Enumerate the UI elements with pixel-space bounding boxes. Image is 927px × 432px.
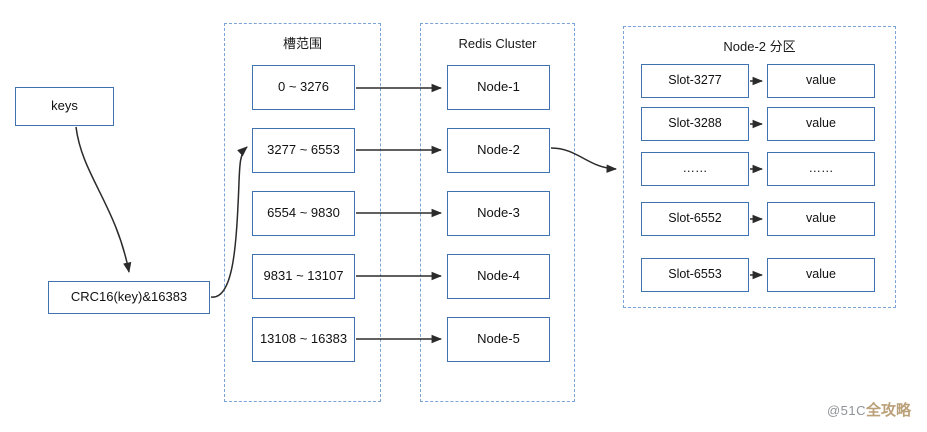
partition-value-label: …… [808, 161, 834, 176]
partition-slot-box-5: Slot-6553 [641, 258, 749, 292]
partition-value-label: value [806, 267, 836, 282]
partition-value-label: value [806, 73, 836, 88]
partition-slot-box-1: Slot-3277 [641, 64, 749, 98]
keys-label: keys [51, 98, 78, 114]
arrow-keys-to-hash [75, 126, 132, 274]
slot-range-label: 0 ~ 3276 [278, 79, 329, 95]
redis-cluster-group-title: Redis Cluster [458, 36, 537, 51]
cluster-node-label: Node-2 [477, 142, 520, 158]
partition-value-box-2: value [767, 107, 875, 141]
partition-value-box-5: value [767, 258, 875, 292]
cluster-node-label: Node-3 [477, 205, 520, 221]
cluster-node-label: Node-1 [477, 79, 520, 95]
slot-range-group-title: 槽范围 [282, 36, 322, 51]
hash-function-box: CRC16(key)&16383 [48, 281, 210, 314]
cluster-node-box-1: Node-1 [447, 65, 550, 110]
partition-slot-label: Slot-6553 [668, 267, 722, 282]
partition-slot-label: Slot-6552 [668, 211, 722, 226]
slot-range-box-2: 3277 ~ 6553 [252, 128, 355, 173]
cluster-node-box-4: Node-4 [447, 254, 550, 299]
cluster-node-label: Node-4 [477, 268, 520, 284]
slot-range-label: 9831 ~ 13107 [263, 268, 344, 284]
watermark: @51C 全攻略 [827, 399, 911, 420]
cluster-node-box-5: Node-5 [447, 317, 550, 362]
slot-range-label: 6554 ~ 9830 [267, 205, 340, 221]
partition-value-box-1: value [767, 64, 875, 98]
watermark-suffix: 全攻略 [865, 401, 911, 419]
slot-range-box-3: 6554 ~ 9830 [252, 191, 355, 236]
slot-range-box-5: 13108 ~ 16383 [252, 317, 355, 362]
partition-value-box-3: …… [767, 152, 875, 186]
keys-box: keys [15, 87, 114, 126]
cluster-node-box-2: Node-2 [447, 128, 550, 173]
node2-partition-group [623, 26, 896, 308]
partition-slot-box-2: Slot-3288 [641, 107, 749, 141]
partition-slot-box-4: Slot-6552 [641, 202, 749, 236]
slot-range-label: 13108 ~ 16383 [259, 331, 348, 347]
watermark-prefix: @51C [826, 403, 866, 418]
hash-function-label: CRC16(key)&16383 [70, 289, 188, 305]
partition-value-label: value [806, 211, 836, 226]
partition-slot-label: …… [682, 161, 708, 176]
cluster-node-label: Node-5 [477, 331, 520, 347]
partition-slot-label: Slot-3277 [668, 73, 722, 88]
partition-value-box-4: value [767, 202, 875, 236]
partition-slot-box-3: …… [641, 152, 749, 186]
partition-value-label: value [806, 116, 836, 131]
slot-range-box-1: 0 ~ 3276 [252, 65, 355, 110]
cluster-node-box-3: Node-3 [447, 191, 550, 236]
node2-partition-group-title: Node-2 分区 [723, 39, 796, 54]
slot-range-label: 3277 ~ 6553 [267, 142, 340, 158]
slot-range-box-4: 9831 ~ 13107 [252, 254, 355, 299]
partition-slot-label: Slot-3288 [668, 116, 722, 131]
